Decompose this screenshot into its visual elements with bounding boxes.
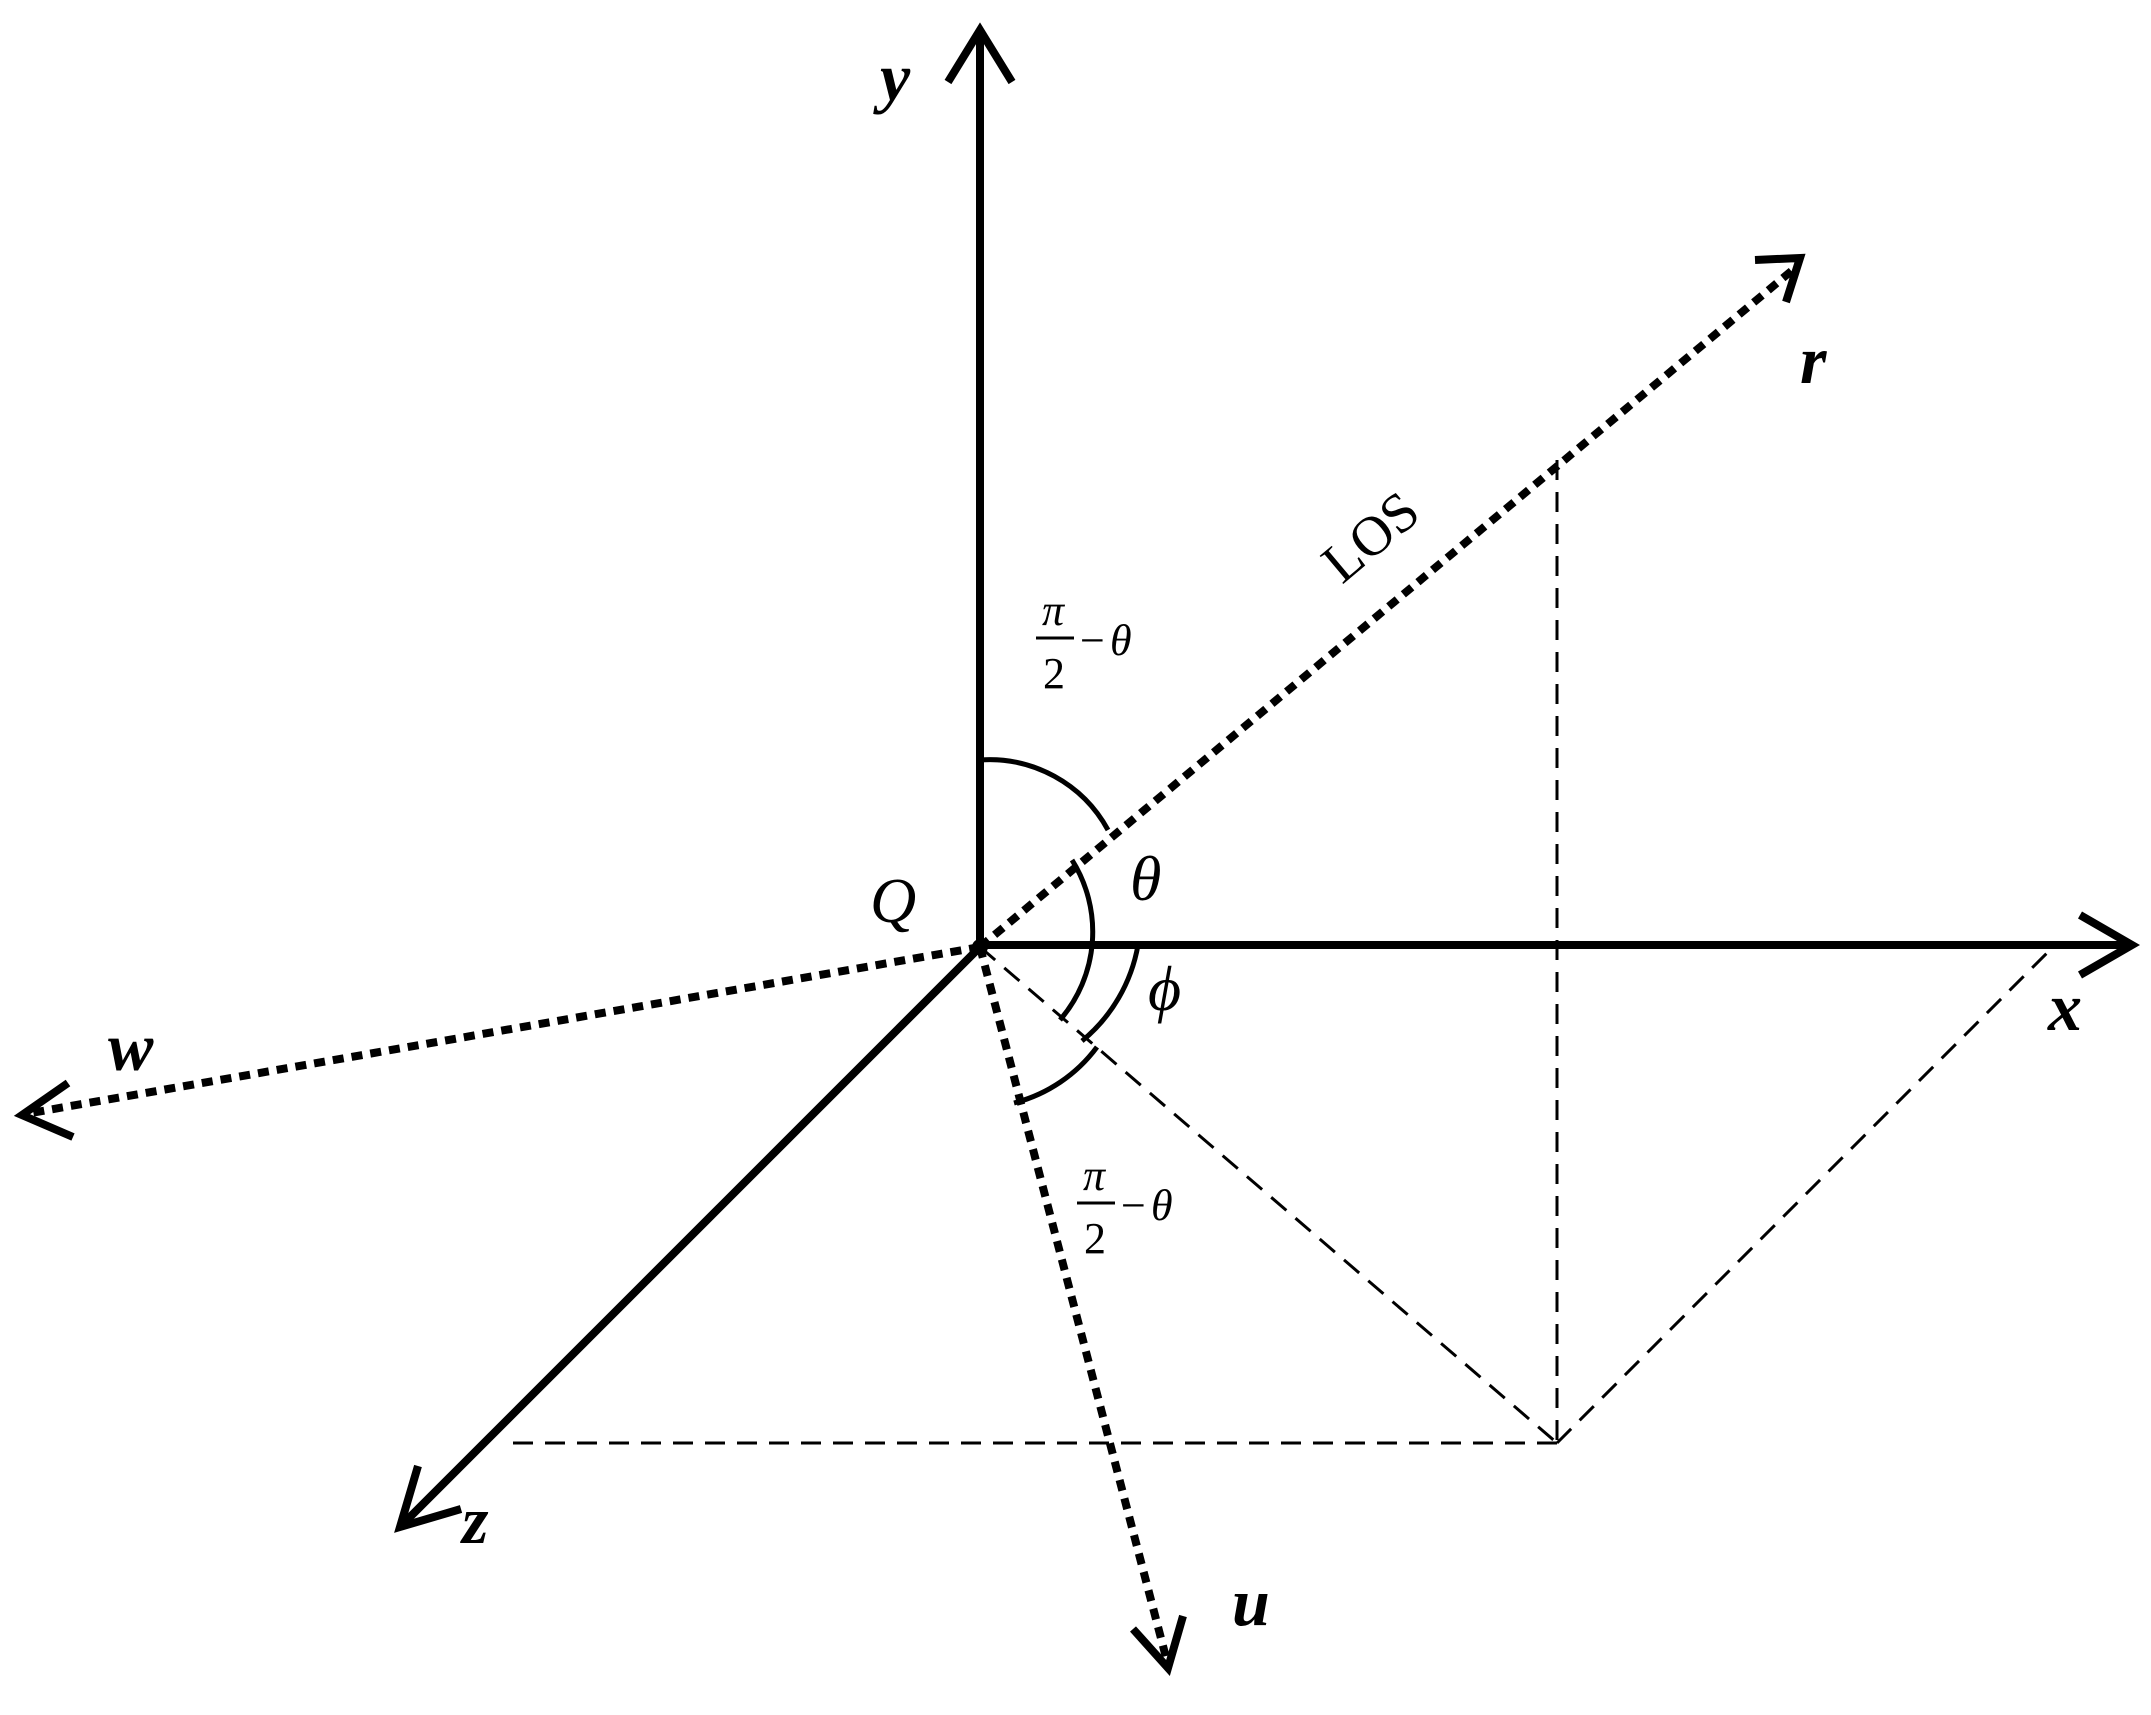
r-axis-label: r [1800,322,1827,398]
w-axis-label: w [108,1009,154,1085]
arc-lower-complement [1013,1045,1100,1106]
los-label: LOS [1311,479,1432,594]
lower-frac-minus: − [1121,1181,1146,1230]
upper-frac-denominator: 2 [1043,649,1065,698]
x-axis-label: x [2047,969,2082,1045]
lower-frac-numerator: π [1083,1151,1107,1200]
phi-label: ϕ [1148,953,1181,1024]
lower-frac-denominator: 2 [1084,1214,1106,1263]
upper-frac-numerator: π [1042,586,1066,635]
projection-to-x [1555,943,2057,1445]
projection-to-origin [979,945,1558,1445]
angle-arcs [979,757,1141,1106]
theta-label: θ [1130,843,1161,914]
x-axis [980,911,2141,979]
u-axis-label: u [1232,1564,1270,1640]
origin-label: Q [870,865,916,936]
upper-frac-theta: θ [1110,616,1132,665]
upper-complement-angle-label: π 2 − θ [1036,586,1132,698]
r-axis-los [977,253,1806,951]
y-axis [944,22,1016,947]
origin-point [972,939,988,955]
arc-upper-complement [979,757,1111,832]
z-axis-label: z [460,1482,489,1558]
upper-frac-minus: − [1080,616,1105,665]
arc-phi [1080,944,1141,1043]
arc-theta [1058,858,1096,1022]
u-axis [976,945,1187,1677]
lower-frac-theta: θ [1151,1181,1173,1230]
y-axis-label: y [873,39,911,115]
z-axis [394,944,983,1533]
lower-complement-angle-label: π 2 − θ [1077,1151,1173,1263]
projection-lines [510,460,2057,1445]
w-axis [13,943,981,1141]
